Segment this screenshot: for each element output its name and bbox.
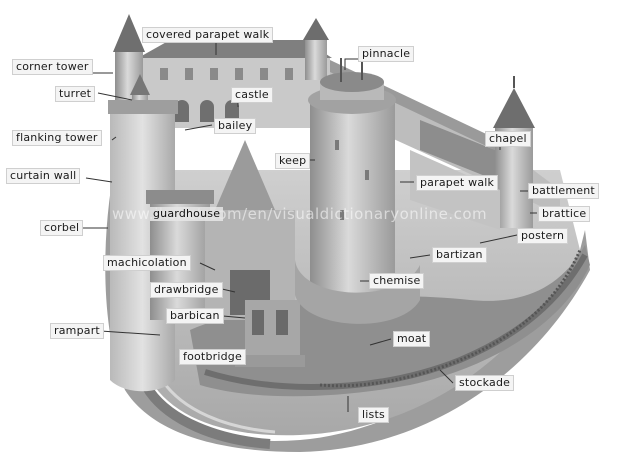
label-rampart: rampart [50,323,104,339]
label-keep: keep [275,153,311,169]
label-machicolation: machicolation [103,255,191,271]
label-corner-tower: corner tower [12,59,93,75]
label-stockade: stockade [455,375,515,391]
label-postern: postern [517,228,569,244]
label-lists: lists [358,407,389,423]
label-flanking-tower: flanking tower [12,130,102,146]
label-drawbridge: drawbridge [150,282,223,298]
label-pinnacle: pinnacle [358,46,415,62]
label-guardhouse: guardhouse [150,207,224,221]
label-barbican: barbican [166,308,224,324]
label-covered-parapet-walk: covered parapet walk [142,27,274,43]
label-footbridge: footbridge [179,349,246,365]
label-castle: castle [231,87,273,103]
label-bartizan: bartizan [432,247,487,263]
label-chapel: chapel [485,131,531,147]
label-chemise: chemise [369,273,425,289]
label-brattice: brattice [538,206,591,222]
label-moat: moat [393,331,431,347]
label-bailey: bailey [214,118,257,134]
label-parapet-walk: parapet walk [416,175,499,191]
label-turret: turret [55,86,96,102]
label-battlement: battlement [528,183,599,199]
label-curtain-wall: curtain wall [6,168,81,184]
label-corbel: corbel [40,220,84,236]
